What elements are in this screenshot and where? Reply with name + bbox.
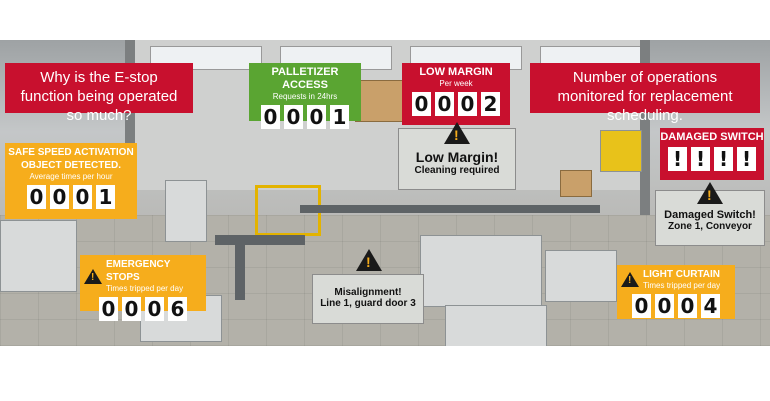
warning-triangle-icon: ! (697, 182, 723, 204)
counter-digit: 0 (632, 294, 651, 318)
conveyor-belt (300, 205, 600, 213)
warning-triangle-icon: ! (84, 268, 102, 284)
counter-digit: 0 (27, 185, 46, 209)
light-curtain-counter: 0 0 0 4 (617, 294, 735, 318)
low-margin-subtitle: Per week (439, 79, 473, 88)
counter-digit: 0 (435, 92, 454, 116)
counter-digit: 0 (284, 105, 303, 129)
counter-digit: 0 (73, 185, 92, 209)
damaged-switch-message: ! Damaged Switch! Zone 1, Conveyor (655, 182, 765, 246)
emergency-stops-counter: 0 0 0 6 (80, 297, 206, 321)
counter-digit: 0 (122, 297, 141, 321)
low-margin-message-detail: Cleaning required (414, 165, 500, 176)
conveyor-belt (235, 240, 245, 300)
palletizer-counter: 0 0 0 1 (249, 105, 361, 129)
damaged-switch-counter: ! ! ! ! (660, 147, 764, 171)
counter-digit: 2 (481, 92, 500, 116)
warning-triangle-icon: ! (356, 249, 382, 271)
counter-digit: 0 (261, 105, 280, 129)
misalignment-message-title: Misalignment! (334, 287, 402, 298)
counter-digit: 0 (145, 297, 164, 321)
counter-digit: ! (737, 147, 756, 171)
operations-note-callout: Number of operations monitored for repla… (530, 63, 760, 124)
low-margin-panel: LOW MARGIN Per week 0 0 0 2 (402, 63, 510, 125)
process-machine (445, 305, 547, 346)
counter-digit: 4 (701, 294, 720, 318)
operations-note-text: Number of operations monitored for repla… (557, 69, 733, 124)
estop-question-text: Why is the E-stop function being operate… (20, 69, 178, 124)
emergency-stops-panel: ! EMERGENCY STOPS Times tripped per day … (80, 255, 206, 321)
warning-triangle-icon: ! (621, 272, 639, 287)
palletizer-access-panel: PALLETIZER ACCESS Requests in 24hrs 0 0 … (249, 63, 361, 129)
counter-digit: ! (691, 147, 710, 171)
damaged-switch-message-title: Damaged Switch! (664, 209, 756, 221)
conveyor-belt (215, 235, 305, 245)
damaged-switch-message-detail: Zone 1, Conveyor (668, 221, 752, 232)
low-margin-message-title: Low Margin! (415, 149, 499, 165)
steel-beam (125, 40, 135, 215)
counter-digit: ! (714, 147, 733, 171)
emergency-stops-title: EMERGENCY STOPS (106, 259, 171, 283)
low-margin-counter: 0 0 0 2 (402, 92, 510, 116)
filler-machine (0, 220, 77, 292)
light-curtain-title: LIGHT CURTAIN (643, 269, 721, 280)
packaging-machine (420, 235, 542, 307)
damaged-switch-panel: DAMAGED SWITCH ! ! ! ! (660, 128, 764, 180)
packaging-machine (545, 250, 617, 302)
light-curtain-panel: ! LIGHT CURTAIN Times tripped per day 0 … (617, 265, 735, 319)
counter-digit: 0 (458, 92, 477, 116)
forklift (600, 130, 642, 172)
light-curtain-subtitle: Times tripped per day (643, 281, 721, 290)
palletizer-machine (165, 180, 207, 242)
counter-digit: 1 (330, 105, 349, 129)
misalignment-message-detail: Line 1, guard door 3 (320, 298, 416, 309)
counter-digit: 0 (307, 105, 326, 129)
low-margin-message: ! Low Margin! Cleaning required (398, 122, 516, 190)
counter-digit: 0 (99, 297, 118, 321)
low-margin-title: LOW MARGIN (419, 66, 493, 78)
counter-digit: 0 (655, 294, 674, 318)
safe-speed-counter: 0 0 0 1 (5, 185, 137, 209)
counter-digit: 0 (412, 92, 431, 116)
estop-question-callout: Why is the E-stop function being operate… (5, 63, 193, 124)
counter-digit: 6 (168, 297, 187, 321)
counter-digit: 0 (678, 294, 697, 318)
safe-speed-panel: SAFE SPEED ACTIVATION OBJECT DETECTED. A… (5, 143, 137, 219)
safe-speed-subtitle: Average times per hour (29, 172, 113, 181)
steel-beam (640, 40, 650, 215)
counter-digit: ! (668, 147, 687, 171)
emergency-stops-subtitle: Times tripped per day (106, 284, 184, 293)
safe-speed-title: SAFE SPEED ACTIVATION OBJECT DETECTED. (8, 147, 134, 171)
misalignment-message: ! Misalignment! Line 1, guard door 3 (312, 249, 424, 324)
damaged-switch-title: DAMAGED SWITCH (660, 131, 764, 143)
stacked-pallets (560, 170, 592, 197)
counter-digit: 1 (96, 185, 115, 209)
counter-digit: 0 (50, 185, 69, 209)
palletizer-title: PALLETIZER ACCESS (271, 66, 339, 91)
palletizer-subtitle: Requests in 24hrs (272, 92, 338, 101)
warning-triangle-icon: ! (444, 122, 470, 144)
